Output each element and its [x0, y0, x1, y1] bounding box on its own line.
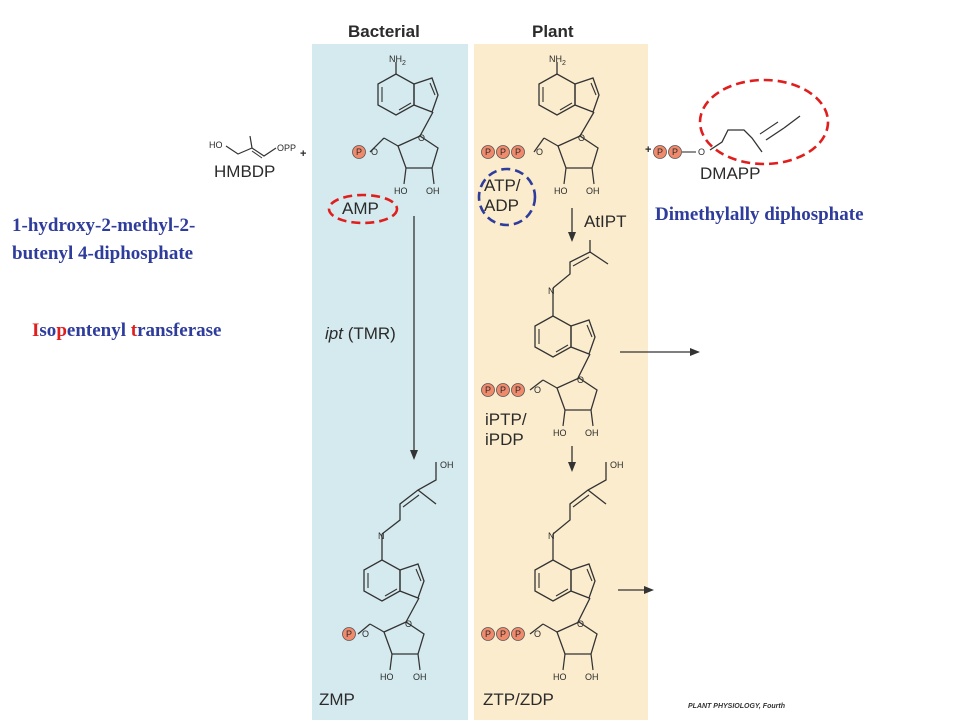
- atp-highlight: [477, 167, 537, 227]
- atom-label-o: O: [362, 629, 370, 639]
- hmbdp-label: HMBDP: [214, 162, 276, 181]
- amp-highlight: [327, 193, 399, 225]
- atom-label-p: P: [515, 147, 522, 157]
- phosphate-icon: [481, 383, 495, 397]
- plant-header: Plant: [532, 22, 574, 41]
- phosphate-icon: [496, 383, 510, 397]
- atom-label-p: P: [356, 147, 363, 157]
- atom-label-p: P: [346, 629, 353, 639]
- atom-label-p: P: [672, 147, 679, 157]
- atom-label-o: O: [577, 619, 585, 629]
- phosphate-icon: [481, 627, 495, 641]
- atom-label-p: P: [500, 147, 507, 157]
- atom-label-n: N: [548, 531, 555, 541]
- amp-label: AMP: [342, 199, 379, 218]
- phosphate-icon: [481, 145, 495, 159]
- atom-label-o: O: [534, 385, 542, 395]
- atom-label-n: N: [378, 531, 385, 541]
- ipt-full-name: Isopentenyl transferase: [32, 320, 222, 341]
- plus-sign: +: [645, 144, 652, 156]
- atom-label-p: P: [515, 385, 522, 395]
- atom-label-o: O: [418, 133, 426, 143]
- dmapp-label: DMAPP: [700, 164, 761, 183]
- atom-label-p: P: [515, 629, 522, 639]
- zmp-label: ZMP: [319, 690, 355, 709]
- atom-label-oh: OH: [610, 460, 624, 470]
- atom-label-ho: HO: [380, 672, 394, 682]
- atom-label-nh2: NH2: [389, 54, 406, 67]
- bacterial-header: Bacterial: [348, 22, 420, 41]
- atom-label-oh: OH: [440, 460, 454, 470]
- atom-label-oh: OH: [426, 186, 440, 196]
- atom-label-p: P: [500, 385, 507, 395]
- atom-label-ho: HO: [553, 428, 567, 438]
- phosphate-icon: [342, 627, 356, 641]
- dmapp-full-name: Dimethylally diphosphate: [655, 204, 864, 225]
- atom-label-oh: OH: [585, 672, 599, 682]
- hmbdp-full-name: 1-hydroxy-2-methyl-2- butenyl 4-diphosph…: [12, 215, 196, 264]
- atom-label-ho: HO: [394, 186, 408, 196]
- atom-label-ho: HO: [554, 186, 568, 196]
- atom-label-ho: HO: [209, 140, 223, 150]
- atom-label-o: O: [536, 147, 544, 157]
- atom-label-p: P: [500, 629, 507, 639]
- atom-label-o: O: [698, 147, 706, 157]
- phosphate-icon: [496, 145, 510, 159]
- atom-label-o: O: [578, 133, 586, 143]
- atom-label-oh: OH: [586, 186, 600, 196]
- atom-label-o: O: [534, 629, 542, 639]
- source-credit: PLANT PHYSIOLOGY, Fourth: [688, 703, 785, 710]
- phosphate-icon: [653, 145, 667, 159]
- plus-sign: +: [300, 148, 307, 160]
- phosphate-icon: [511, 627, 525, 641]
- phosphate-icon: [496, 627, 510, 641]
- ztp-zdp-label: ZTP/ZDP: [483, 690, 554, 709]
- atom-label-p: P: [485, 385, 492, 395]
- atom-label-o: O: [405, 619, 413, 629]
- atp-adp-label: ATP/ ADP: [484, 176, 521, 215]
- dmapp-highlight: [698, 78, 830, 166]
- phosphate-icon: [668, 145, 682, 159]
- atom-label-nh2: NH2: [549, 54, 566, 67]
- atom-label-oh: OH: [585, 428, 599, 438]
- atom-label-ho: HO: [553, 672, 567, 682]
- atipt-label: AtIPT: [584, 212, 627, 231]
- atom-label-o: O: [371, 147, 379, 157]
- atom-label-n: N: [548, 286, 555, 296]
- bacterial-column-bg: [312, 44, 468, 720]
- ipt-tmr-label: ipt (TMR): [325, 324, 396, 343]
- atom-label-opp: OPP: [277, 143, 297, 153]
- phosphate-icon: [511, 383, 525, 397]
- phosphate-icon: [511, 145, 525, 159]
- atom-label-p: P: [485, 629, 492, 639]
- phosphate-icon: [352, 145, 366, 159]
- atom-label-oh: OH: [413, 672, 427, 682]
- atom-label-p: P: [657, 147, 664, 157]
- atom-label-o: O: [577, 375, 585, 385]
- iptp-ipdp-label: iPTP/ iPDP: [485, 410, 527, 449]
- atom-label-p: P: [485, 147, 492, 157]
